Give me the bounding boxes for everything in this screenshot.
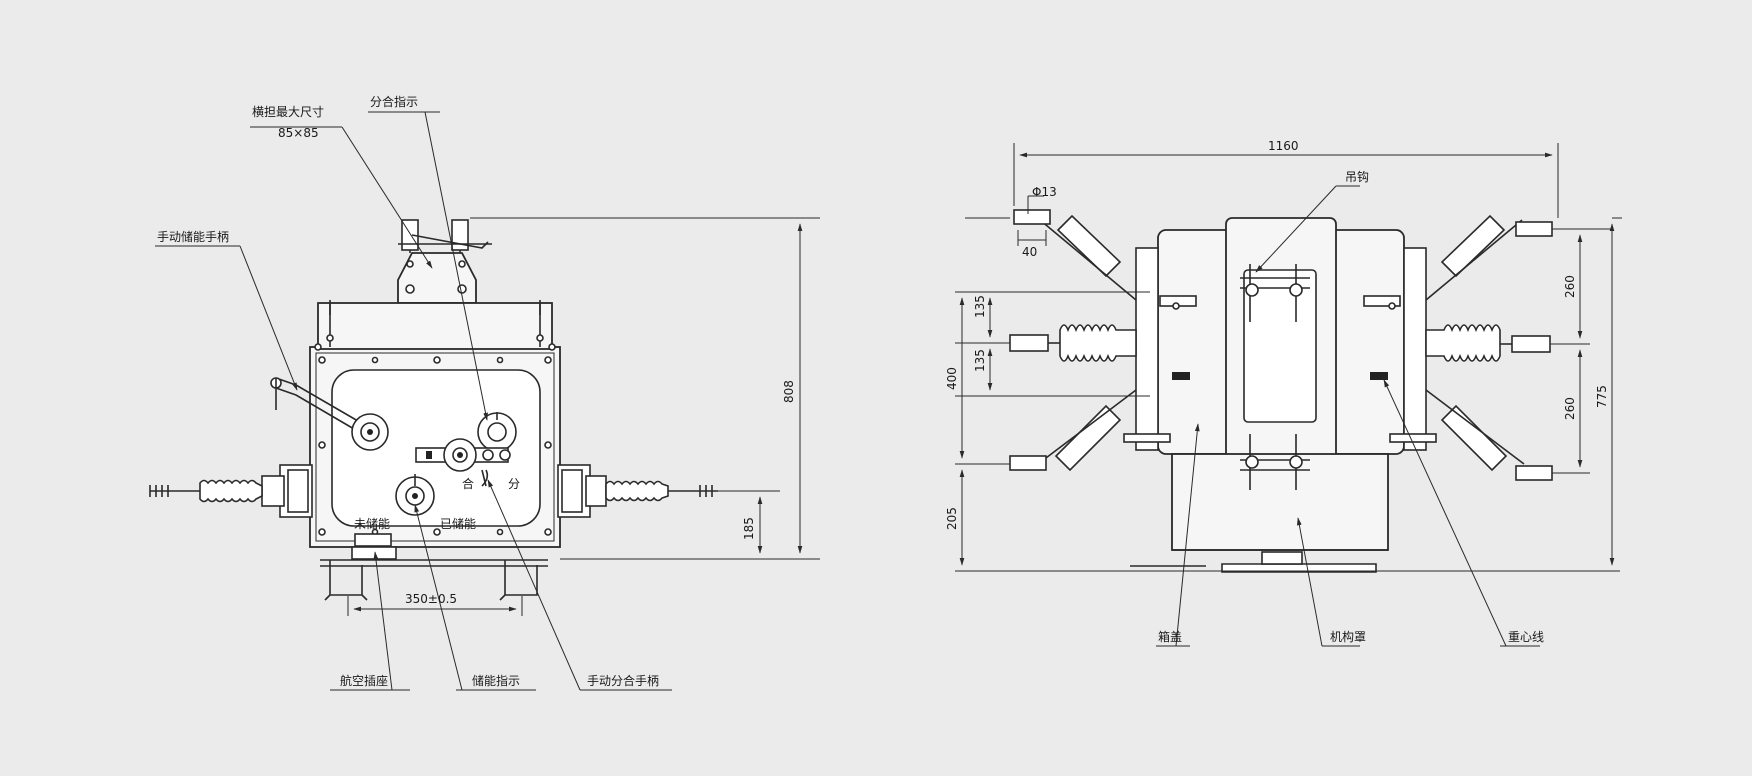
right-leaders	[1156, 185, 1540, 647]
crossarm-bracket	[397, 219, 492, 304]
open-label: 分	[508, 477, 520, 491]
left-front-view: 横担最大尺寸 85×85 分合指示 手动储能手柄 航空插座 储能指示 手动分合手…	[149, 94, 820, 691]
breaker-housing-side	[1123, 217, 1437, 573]
dim-right-upper-260: 260	[1563, 275, 1577, 298]
aviation-socket-body	[354, 533, 392, 547]
dim-total-775: 775	[1595, 385, 1609, 408]
dim-terminal-40: 40	[1022, 245, 1037, 259]
left-dimensions	[347, 217, 820, 616]
crossarm-label: 横担最大尺寸	[252, 105, 324, 119]
open-close-indicator-label: 分合指示	[370, 94, 418, 109]
mechanism-cover-label: 机构罩	[1330, 629, 1366, 644]
dim-mount-spacing: 350±0.5	[405, 592, 457, 606]
bushings-right-side	[1425, 214, 1553, 481]
charged-label: 已储能	[440, 516, 476, 531]
crossarm-size-label: 85×85	[278, 126, 319, 140]
manual-open-close-handle-label: 手动分合手柄	[587, 673, 659, 688]
gravity-line-label: 重心线	[1508, 630, 1544, 644]
aviation-socket-label: 航空插座	[340, 673, 388, 688]
right-side-view: 吊钩 箱盖 机构罩 重心线 Φ13 1160 40 135 135 400 20…	[945, 139, 1622, 647]
dim-base-205: 205	[945, 507, 959, 530]
hook-label: 吊钩	[1345, 170, 1369, 184]
left-bushing-front	[149, 464, 313, 518]
dim-lower-135: 135	[973, 349, 987, 372]
right-dimensions	[955, 143, 1622, 572]
hole-label: Φ13	[1032, 185, 1057, 199]
bushings-left-side	[1009, 209, 1137, 472]
operation-knobs	[395, 412, 517, 516]
breaker-body-front	[309, 300, 561, 548]
close-label: 合	[462, 476, 474, 491]
manual-charge-handle	[270, 377, 389, 451]
uncharged-label: 未储能	[354, 516, 390, 531]
dim-right-lower-260: 260	[1563, 397, 1577, 420]
charge-indicator-label: 储能指示	[472, 673, 520, 688]
dim-upper-135: 135	[973, 295, 987, 318]
right-bushing-front	[557, 464, 718, 518]
left-leaders	[155, 111, 672, 691]
dim-width-1160: 1160	[1268, 139, 1299, 153]
cover-label: 箱盖	[1158, 629, 1182, 644]
dim-terminal-185: 185	[742, 517, 756, 540]
dim-height-808: 808	[782, 380, 796, 403]
dim-phase-400: 400	[945, 367, 959, 390]
manual-charge-handle-label: 手动储能手柄	[157, 229, 229, 244]
